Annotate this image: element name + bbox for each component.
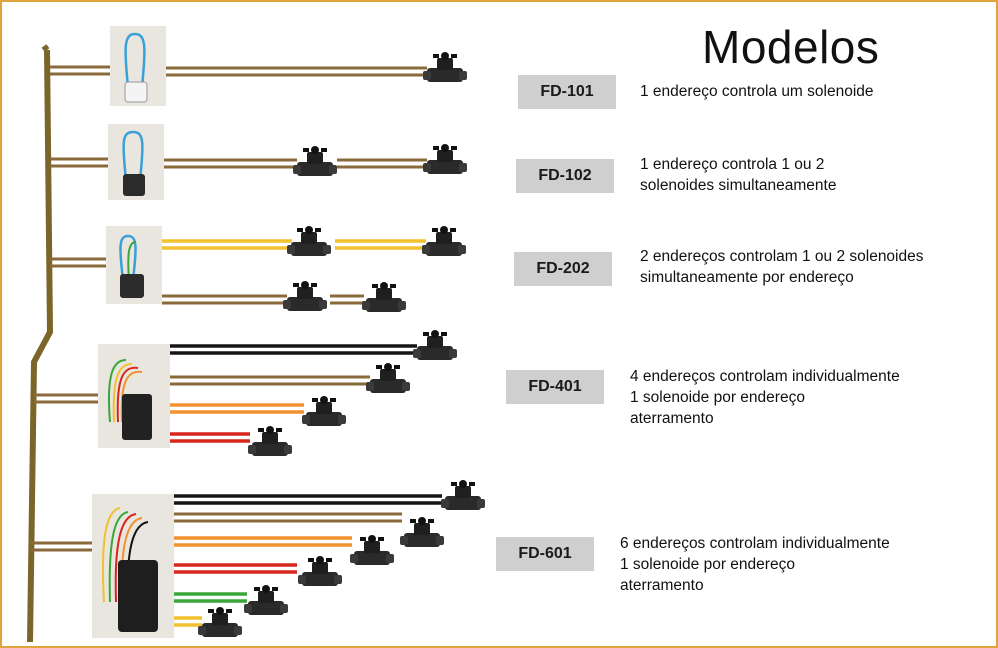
row-fd-601 [30,480,485,638]
model-description-fd-601: 6 endereços controlam individualmente 1 … [620,535,890,594]
solenoid-valve-icon [302,396,346,426]
trunk-cable [27,44,54,643]
model-label-fd-102: FD-102 [516,159,614,193]
model-label-fd-202: FD-202 [514,252,612,286]
row-fd-102 [50,124,467,200]
solenoid-valve-icon [422,226,466,256]
solenoid-valve-icon [441,480,485,510]
row-fd-202 [50,226,466,312]
solenoid-valve-icon [283,281,327,311]
solenoid-valve-icon [413,330,457,360]
solenoid-valve-icon [298,556,342,586]
model-label-fd-601: FD-601 [496,537,594,571]
solenoid-valve-icon [293,146,337,176]
model-description-fd-202: 2 endereços controlam 1 ou 2 solenoides … [640,248,924,286]
solenoid-valve-icon [248,426,292,456]
solenoid-valve-icon [366,363,410,393]
solenoid-valve-icon [362,282,406,312]
solenoid-valve-icon [198,607,242,637]
solenoid-valve-icon [400,517,444,547]
solenoid-valve-icon [423,144,467,174]
row-fd-401 [34,330,457,456]
solenoid-valve-icon [423,52,467,82]
page-title: Modelos [702,21,880,73]
model-description-fd-101: 1 endereço controla um solenoide [640,83,874,100]
row-fd-101 [50,26,467,106]
model-label-fd-101: FD-101 [518,75,616,109]
model-description-fd-401: 4 endereços controlam individualmente 1 … [630,368,900,427]
solenoid-valve-icon [244,585,288,615]
model-label-fd-401: FD-401 [506,370,604,404]
solenoid-valve-icon [350,535,394,565]
model-description-fd-102: 1 endereço controla 1 ou 2 solenoides si… [640,156,837,194]
solenoid-valve-icon [287,226,331,256]
